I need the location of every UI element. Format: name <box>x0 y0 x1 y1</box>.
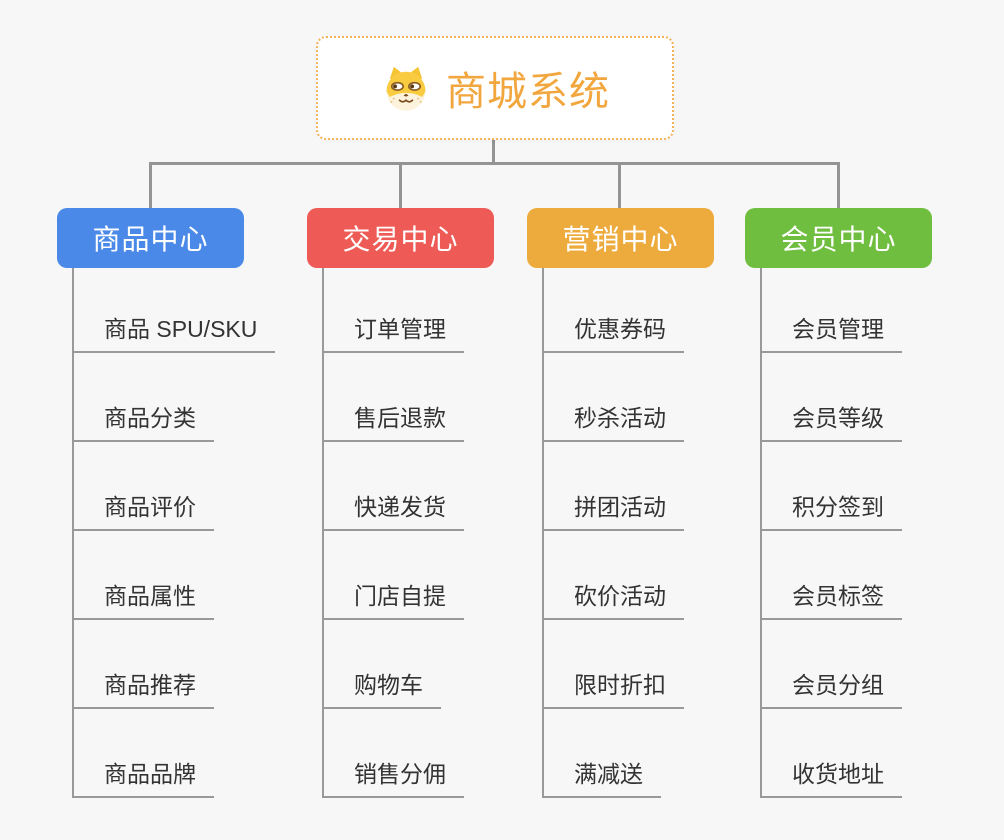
node-item[interactable]: 收货地址 <box>762 709 902 798</box>
node-item[interactable]: 商品 SPU/SKU <box>74 268 276 353</box>
branch-header-trade-center[interactable]: 交易中心 <box>307 208 494 268</box>
node-item[interactable]: 会员管理 <box>762 268 902 353</box>
connector-line <box>618 164 621 208</box>
node-item[interactable]: 订单管理 <box>324 268 464 353</box>
node-item[interactable]: 商品评价 <box>74 442 214 531</box>
node-item[interactable]: 满减送 <box>544 709 661 798</box>
node-item[interactable]: 购物车 <box>324 620 441 709</box>
node-item[interactable]: 积分签到 <box>762 442 902 531</box>
node-item[interactable]: 优惠券码 <box>544 268 684 353</box>
node-item[interactable]: 售后退款 <box>324 353 464 442</box>
node-item[interactable]: 拼团活动 <box>544 442 684 531</box>
branch-header-product-center[interactable]: 商品中心 <box>57 208 244 268</box>
node-item[interactable]: 快递发货 <box>324 442 464 531</box>
branch-header-member-center[interactable]: 会员中心 <box>745 208 932 268</box>
connector-line <box>399 164 402 208</box>
branch-items-product-center: 商品 SPU/SKU 商品分类 商品评价 商品属性 商品推荐 商品品牌 <box>72 268 276 798</box>
branch-member-center: 会员中心 会员管理 会员等级 积分签到 会员标签 会员分组 收货地址 <box>745 208 932 798</box>
node-item[interactable]: 会员标签 <box>762 531 902 620</box>
branch-header-marketing-center[interactable]: 营销中心 <box>527 208 714 268</box>
connector-line <box>837 164 840 208</box>
node-item[interactable]: 商品分类 <box>74 353 214 442</box>
node-item[interactable]: 商品推荐 <box>74 620 214 709</box>
root-node[interactable]: 商城系统 <box>316 36 674 140</box>
branch-trade-center: 交易中心 订单管理 售后退款 快递发货 门店自提 购物车 销售分佣 <box>307 208 494 798</box>
connector-line <box>492 140 495 163</box>
connector-line <box>149 164 152 208</box>
root-node-title: 商城系统 <box>446 70 610 114</box>
node-item[interactable]: 门店自提 <box>324 531 464 620</box>
dog-face-icon <box>386 66 426 111</box>
node-item[interactable]: 商品品牌 <box>74 709 214 798</box>
node-item[interactable]: 会员分组 <box>762 620 902 709</box>
branch-items-marketing-center: 优惠券码 秒杀活动 拼团活动 砍价活动 限时折扣 满减送 <box>542 268 684 798</box>
node-item[interactable]: 限时折扣 <box>544 620 684 709</box>
node-item[interactable]: 秒杀活动 <box>544 353 684 442</box>
node-item[interactable]: 商品属性 <box>74 531 214 620</box>
node-item[interactable]: 销售分佣 <box>324 709 464 798</box>
branch-product-center: 商品中心 商品 SPU/SKU 商品分类 商品评价 商品属性 商品推荐 商品品牌 <box>57 208 276 798</box>
branch-marketing-center: 营销中心 优惠券码 秒杀活动 拼团活动 砍价活动 限时折扣 满减送 <box>527 208 714 798</box>
branch-items-trade-center: 订单管理 售后退款 快递发货 门店自提 购物车 销售分佣 <box>322 268 464 798</box>
branch-items-member-center: 会员管理 会员等级 积分签到 会员标签 会员分组 收货地址 <box>760 268 902 798</box>
connector-line <box>149 162 840 165</box>
node-item[interactable]: 砍价活动 <box>544 531 684 620</box>
node-item[interactable]: 会员等级 <box>762 353 902 442</box>
